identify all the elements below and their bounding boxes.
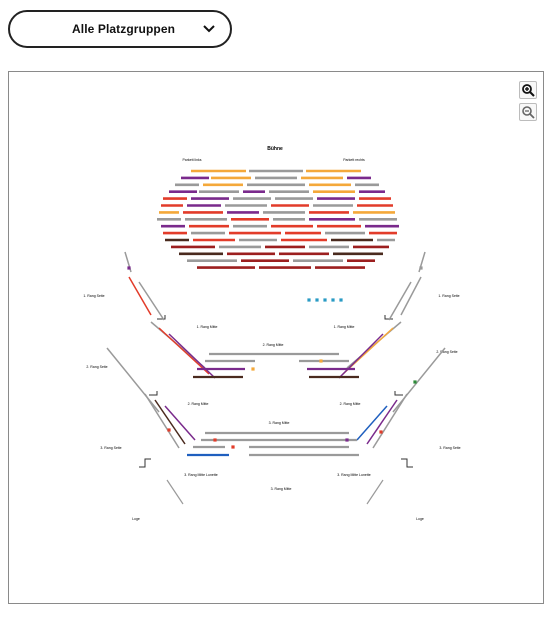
stair-left-2 [157,315,166,320]
seat[interactable] [213,438,217,442]
parkett-left-label: Parkett links [182,158,201,162]
rang2-seite-right[interactable] [338,333,384,379]
dropdown-label: Alle Platzgruppen [72,22,176,36]
rang2-seite-left-label: 2. Rang Seite [86,365,107,369]
zoom-in-button[interactable] [519,81,537,99]
rang1-seite-left[interactable] [138,281,165,321]
loge-right-label: Loge [416,517,424,521]
rang1-seite-right[interactable] [400,276,422,316]
rang2-mitte-left-label: 2. Rang Mitte [188,402,209,406]
rang1-seite-right[interactable] [388,281,412,321]
seat[interactable] [345,438,349,442]
seat[interactable] [319,359,323,363]
zoom-in-icon [522,84,535,97]
rang1-mitte-left-label: 1. Rang Mitte [197,325,218,329]
seat[interactable] [339,298,343,302]
rang1-seite-left[interactable] [128,276,152,316]
seat[interactable] [419,266,423,270]
rang3-lower-right[interactable] [366,479,384,505]
stair-left [139,458,151,468]
rang2-seite-right[interactable] [392,347,446,413]
rang3-seite-right-label: 3. Rang Seite [439,446,460,450]
rang2-mitte-right-label: 2. Rang Mitte [340,402,361,406]
price-group-dropdown[interactable]: Alle Platzgruppen [8,10,232,48]
rang2-seite-left[interactable] [168,333,216,379]
seat[interactable] [167,428,171,432]
rang1-seite-left-label: 1. Rang Seite [83,294,104,298]
seat[interactable] [331,298,335,302]
rang3-seite-right[interactable] [356,405,388,441]
seat[interactable] [315,298,319,302]
parkett-right-label: Parkett rechts [343,158,365,162]
rang3-seite-left-label: 3. Rang Seite [100,446,121,450]
stage-label: Bühne [267,146,283,152]
loge-left-label: Loge [132,517,140,521]
rang3-lunette-right-label: 3. Rang Mitte Lunette [337,473,371,477]
rang3-lunette-left-label: 3. Rang Mitte Lunette [184,473,218,477]
rang2-mitte-top-label: 2. Rang Mitte [263,343,284,347]
seat[interactable] [251,367,255,371]
rang3-mitte-label: 3. Rang Mitte [269,421,290,425]
seat[interactable] [231,445,235,449]
zoom-out-icon [522,106,535,119]
seating-plan: Bühne Parkett links Parkett rechts 1. Ra… [83,146,460,521]
seat-map[interactable]: Bühne Parkett links Parkett rechts 1. Ra… [8,71,544,604]
rang2-seite-left[interactable] [158,327,210,375]
zoom-out-button[interactable] [519,103,537,121]
rang3-seite-left[interactable] [154,399,186,445]
rang1-seite-right-label: 1. Rang Seite [438,294,459,298]
seat[interactable] [379,430,383,434]
rang3-seite-right[interactable] [366,399,398,445]
seat[interactable] [127,266,131,270]
rang3-seite-right[interactable] [372,393,408,449]
rang2-seite-right-label: 2. Rang Seite [436,350,457,354]
rang1-mitte-right-label: 1. Rang Mitte [334,325,355,329]
stair-right-3 [394,391,403,396]
rang3-seite-left[interactable] [164,405,196,441]
rang3-seite-left[interactable] [144,393,180,449]
seat[interactable] [307,298,311,302]
stair-right [401,458,413,468]
chevron-down-icon [203,25,215,33]
seat[interactable] [413,380,417,384]
seat[interactable] [323,298,327,302]
rang3-mitte-lower-label: 3. Rang Mitte [271,487,292,491]
rang3-lower-left[interactable] [166,479,184,505]
rang2-seite-left[interactable] [106,347,160,413]
stair-left-3 [149,391,158,396]
